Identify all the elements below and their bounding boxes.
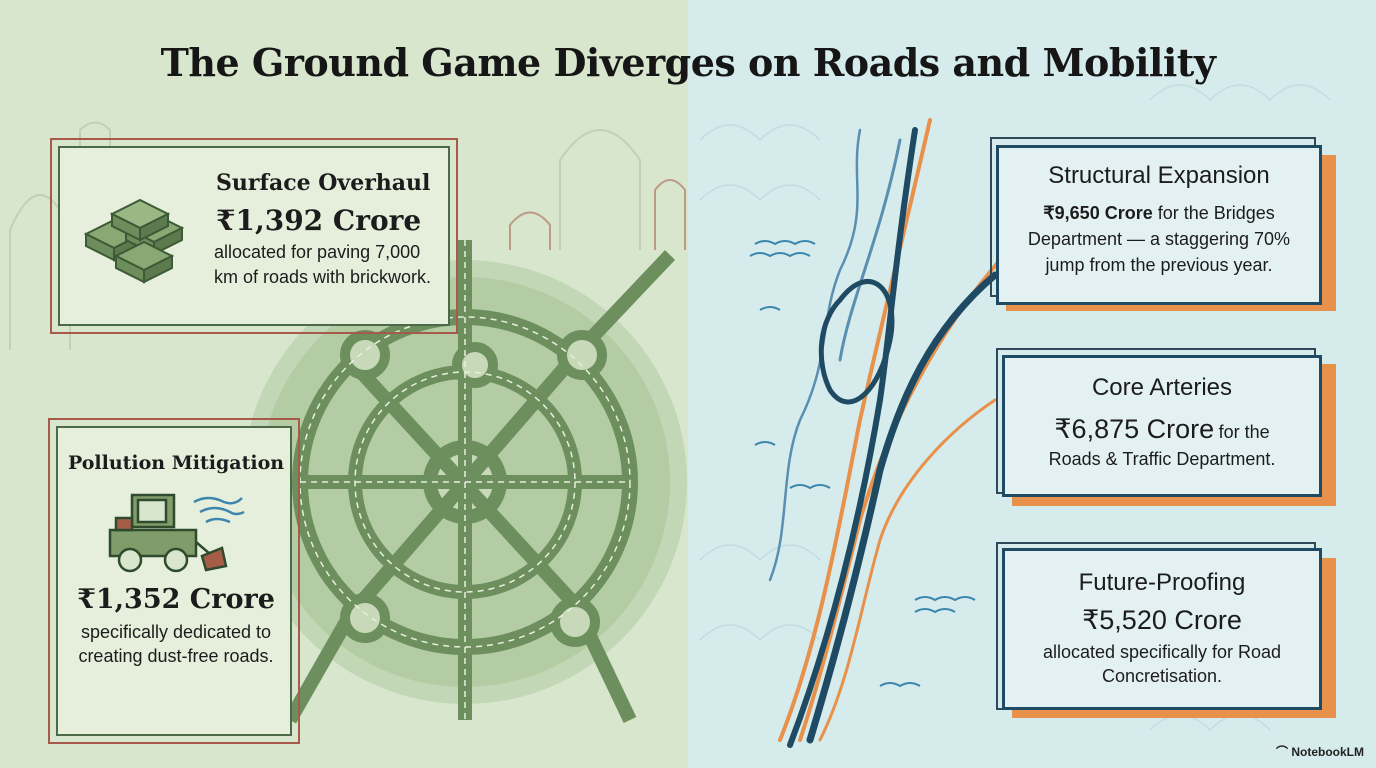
road-network-illustration <box>768 118 1002 748</box>
structural-expansion-text: ₹9,650 Crore for the Bridges Department … <box>1009 200 1309 278</box>
core-arteries-card: Core Arteries ₹6,875 Crore for the Roads… <box>1002 355 1322 497</box>
city-plan-illustration <box>243 240 687 724</box>
street-sweeper-icon <box>108 493 245 573</box>
surface-overhaul-text: allocated for paving 7,000 km of roads w… <box>214 242 432 287</box>
core-arteries-text: Roads & Traffic Department. <box>1048 449 1276 469</box>
surface-overhaul-amount: ₹1,392 Crore <box>216 204 422 237</box>
core-arteries-amount: ₹6,875 Crore <box>1054 414 1215 444</box>
brand-text: NotebookLM <box>1291 745 1364 759</box>
future-proofing-amount: ₹5,520 Crore <box>1082 605 1242 635</box>
structural-expansion-amount: ₹9,650 Crore <box>1043 203 1153 223</box>
structural-expansion-title: Structural Expansion <box>1048 162 1270 189</box>
pollution-card-frame <box>48 418 300 744</box>
pollution-mitigation-card: Pollution Mitigation ₹1,352 Crore specif… <box>56 426 292 736</box>
future-proofing-card: Future-Proofing ₹5,520 Crore allocated s… <box>1002 548 1322 710</box>
future-proofing-title: Future-Proofing <box>1078 569 1246 596</box>
brand-label: ⌒ NotebookLM <box>1276 743 1364 760</box>
surface-card-frame <box>50 138 458 334</box>
surface-overhaul-title: Surface Overhaul <box>216 170 431 196</box>
pollution-mitigation-text: specifically dedicated to creating dust-… <box>78 622 274 666</box>
pollution-mitigation-amount: ₹1,352 Crore <box>77 584 275 615</box>
future-proofing-text: allocated specifically for Road Concreti… <box>1042 642 1282 686</box>
core-arteries-line: ₹6,875 Crore for the <box>1005 414 1319 445</box>
structural-expansion-desc: for the Bridges Department — a staggerin… <box>1027 203 1291 275</box>
notebooklm-logo-icon: ⌒ <box>1275 745 1288 759</box>
page-title: The Ground Game Diverges on Roads and Mo… <box>160 40 1216 85</box>
core-arteries-inline: for the <box>1218 422 1270 442</box>
bricks-icon <box>83 198 185 284</box>
surface-overhaul-card: Surface Overhaul ₹1,392 Crore allocated … <box>58 146 450 326</box>
structural-expansion-card: Structural Expansion ₹9,650 Crore for th… <box>996 145 1322 305</box>
pollution-mitigation-title: Pollution Mitigation <box>67 452 285 474</box>
core-arteries-title: Core Arteries <box>1091 374 1233 401</box>
